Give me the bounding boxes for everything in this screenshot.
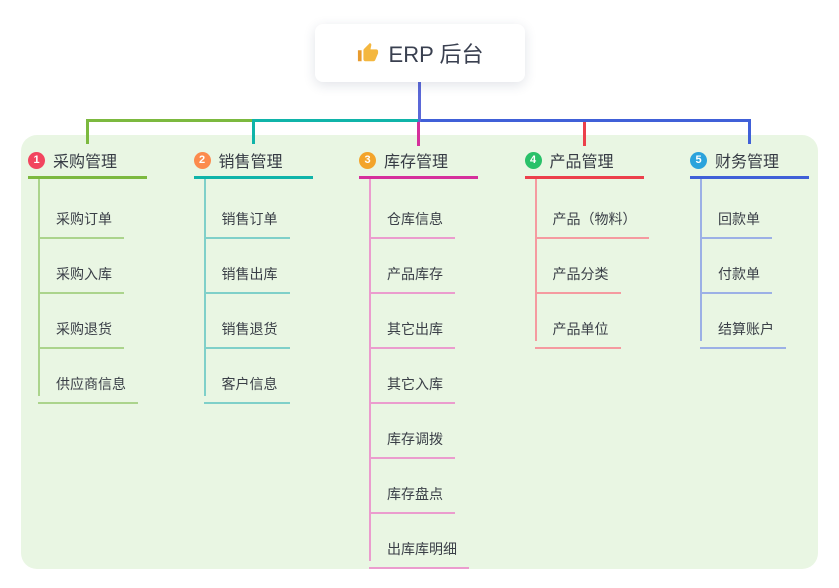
branch-label: 采购管理 <box>53 154 118 171</box>
child-node[interactable]: 库存调拨 <box>369 420 455 459</box>
branch-trunk-line <box>38 179 40 396</box>
branch-node-4[interactable]: 4 产品管理 <box>524 144 644 179</box>
branch-number-badge: 5 <box>690 151 707 169</box>
branch-label: 库存管理 <box>384 154 449 171</box>
child-node[interactable]: 其它入库 <box>369 365 455 404</box>
child-node[interactable]: 产品库存 <box>369 255 455 294</box>
child-node[interactable]: 付款单 <box>700 255 772 294</box>
branch-number-badge: 1 <box>28 151 45 169</box>
branch-number-badge: 4 <box>524 151 542 169</box>
branch-number-badge: 2 <box>193 151 211 169</box>
branch-trunk-line <box>534 179 537 341</box>
child-node[interactable]: 仓库信息 <box>369 200 455 239</box>
child-node[interactable]: 出库库明细 <box>369 530 469 569</box>
branch-node-3[interactable]: 3 库存管理 <box>359 144 478 179</box>
connector-elbow-branch-4 <box>582 121 586 146</box>
child-node[interactable]: 销售订单 <box>203 200 290 239</box>
child-node[interactable]: 采购退货 <box>38 310 124 349</box>
branch-trunk-line <box>369 179 371 561</box>
child-node[interactable]: 销售出库 <box>203 255 290 294</box>
thumbs-up-icon <box>357 42 379 64</box>
connector-horizontal-green <box>86 119 255 122</box>
branch-node-2[interactable]: 2 销售管理 <box>193 144 313 179</box>
root-label: ERP 后台 <box>388 42 484 67</box>
child-node[interactable]: 其它出库 <box>369 310 455 349</box>
child-node[interactable]: 销售退货 <box>203 310 290 349</box>
connector-horizontal-teal <box>251 119 421 122</box>
connector-elbow-branch-2 <box>251 119 255 144</box>
connector-elbow-branch-3 <box>417 121 420 146</box>
child-node[interactable]: 客户信息 <box>203 365 290 404</box>
branch-label: 财务管理 <box>715 154 780 171</box>
child-node[interactable]: 采购入库 <box>38 255 124 294</box>
connector-horizontal-blue <box>417 119 751 122</box>
branch-label: 产品管理 <box>549 154 614 171</box>
child-node[interactable]: 采购订单 <box>38 200 124 239</box>
child-node[interactable]: 供应商信息 <box>38 365 138 404</box>
child-node[interactable]: 结算账户 <box>700 310 786 349</box>
branches-panel <box>21 135 818 569</box>
child-node[interactable]: 库存盘点 <box>369 475 455 514</box>
root-node[interactable]: ERP 后台 <box>315 24 525 82</box>
branch-node-5[interactable]: 5 财务管理 <box>690 144 809 179</box>
connector-elbow-branch-5 <box>748 119 751 144</box>
connector-elbow-branch-1 <box>86 119 89 144</box>
child-node[interactable]: 产品（物料） <box>534 200 649 239</box>
child-node[interactable]: 回款单 <box>700 200 772 239</box>
branch-label: 销售管理 <box>218 154 283 171</box>
child-node[interactable]: 产品单位 <box>534 310 621 349</box>
connector-root-vertical <box>417 82 421 122</box>
child-node[interactable]: 产品分类 <box>534 255 621 294</box>
branch-trunk-line <box>203 179 206 396</box>
branch-trunk-line <box>700 179 702 341</box>
branch-number-badge: 3 <box>359 151 376 169</box>
branch-node-1[interactable]: 1 采购管理 <box>28 144 147 179</box>
